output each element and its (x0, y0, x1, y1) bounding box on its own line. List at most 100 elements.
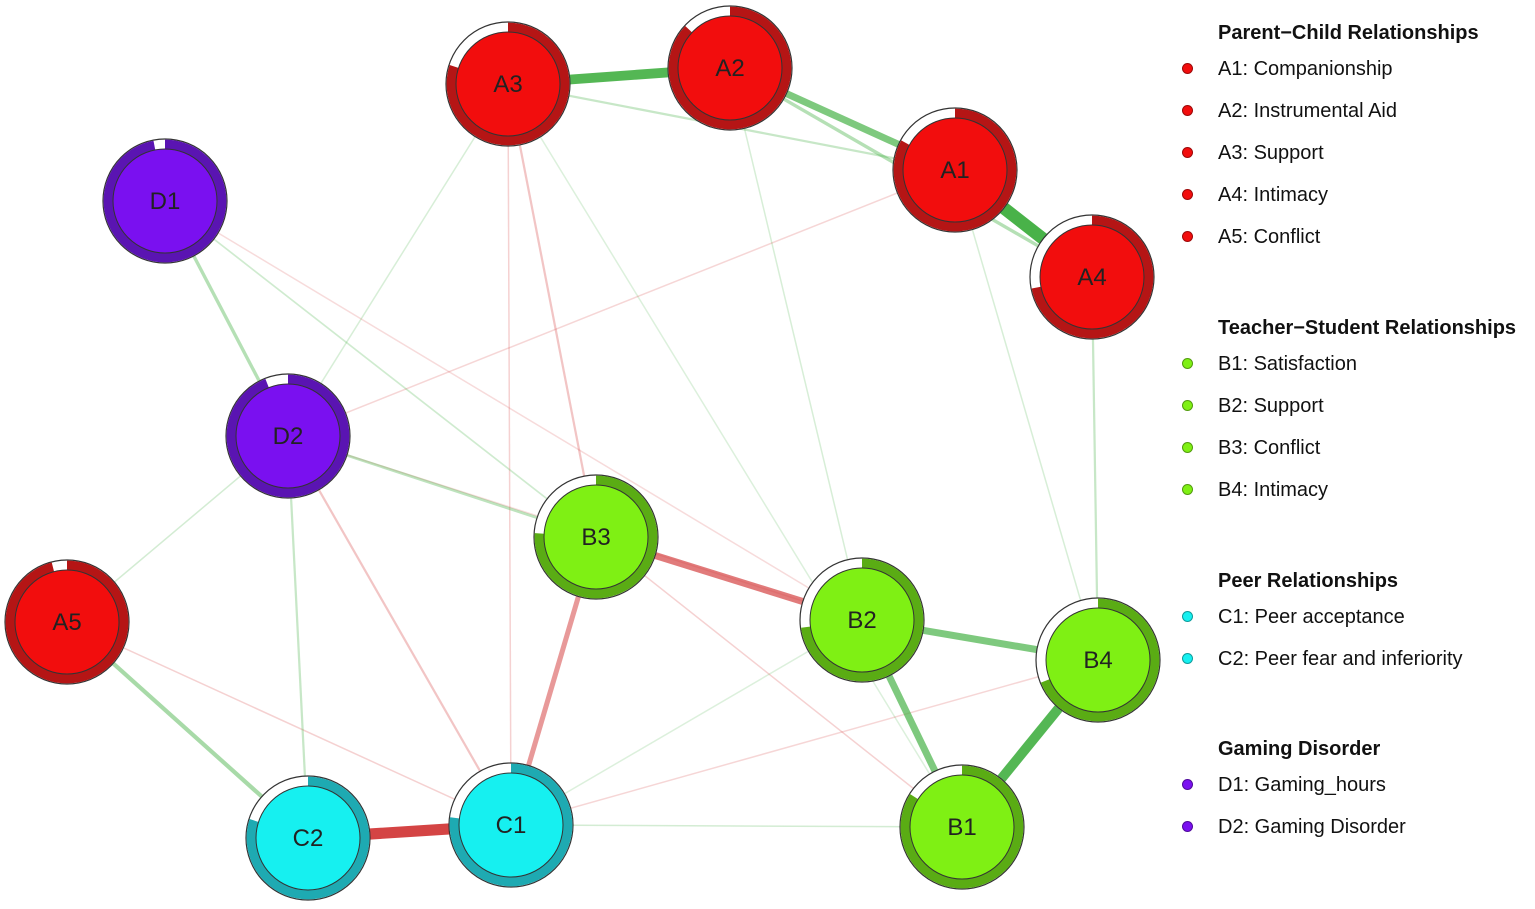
node-circle (255, 785, 361, 891)
node-circle (1045, 607, 1151, 713)
legend-item-label: B3: Conflict (1218, 437, 1321, 459)
node-label: C1 (496, 812, 527, 839)
legend-item: D2: Gaming Disorder (1178, 806, 1406, 848)
legend-group-title: Peer Relationships (1218, 570, 1399, 592)
legend-dot-icon (1182, 821, 1193, 832)
node-B3: B3 (533, 474, 659, 600)
node-label: A1 (940, 157, 969, 184)
node-label: B2 (847, 607, 876, 634)
legend-item-label: A2: Instrumental Aid (1218, 100, 1397, 122)
legend-item-label: B4: Intimacy (1218, 479, 1329, 501)
node-circle (458, 772, 564, 878)
legend-dot-icon (1182, 442, 1193, 453)
node-circle (235, 383, 341, 489)
legend-item: A4: Intimacy (1178, 174, 1479, 216)
node-label: D2 (273, 423, 304, 450)
legend-item: A5: Conflict (1178, 216, 1479, 258)
legend-dot-icon (1182, 779, 1193, 790)
node-A2: A2 (667, 5, 793, 131)
legend-item: D1: Gaming_hours (1178, 764, 1386, 806)
edge-D1-B3 (164, 200, 597, 538)
edge-D2-C2 (286, 435, 310, 839)
node-label: A2 (715, 55, 744, 82)
legend-item: C2: Peer fear and inferiority (1178, 638, 1463, 680)
node-circle (677, 15, 783, 121)
legend-item-label: C2: Peer fear and inferiority (1218, 648, 1463, 670)
legend-dot-icon (1182, 653, 1193, 664)
edge-A3-B1 (507, 83, 963, 828)
edge-B3-B1 (595, 536, 963, 828)
legend-item-label: A4: Intimacy (1218, 184, 1329, 206)
node-label: A4 (1077, 264, 1106, 291)
node-circle (902, 117, 1008, 223)
edge-A2-B2 (729, 67, 863, 621)
node-A4: A4 (1029, 214, 1155, 340)
node-label: A5 (52, 609, 81, 636)
legend-item-label: B2: Support (1218, 395, 1324, 417)
node-label: C2 (293, 825, 324, 852)
node-D2: D2 (225, 373, 351, 499)
legend-dot-icon (1182, 358, 1193, 369)
legend-dot-icon (1182, 400, 1193, 411)
node-circle (112, 148, 218, 254)
node-label: D1 (150, 188, 181, 215)
node-C2: C2 (245, 775, 371, 901)
edge-A5-C1 (66, 621, 512, 826)
legend-dot-icon (1182, 231, 1193, 242)
legend-item: B1: Satisfaction (1178, 343, 1516, 385)
node-B2: B2 (799, 557, 925, 683)
node-C1: C1 (448, 762, 574, 888)
node-label: B4 (1083, 647, 1112, 674)
node-A3: A3 (445, 21, 571, 147)
legend-group-title: Parent−Child Relationships (1218, 22, 1479, 44)
node-label: B1 (947, 814, 976, 841)
legend-item: A1: Companionship (1178, 48, 1479, 90)
node-B1: B1 (899, 764, 1025, 890)
edge-D1-B2 (164, 200, 863, 621)
legend-dot-icon (1182, 147, 1193, 158)
node-A1: A1 (892, 107, 1018, 233)
node-circle (809, 567, 915, 673)
legend-item: B2: Support (1178, 385, 1516, 427)
edge-C1-B1 (510, 824, 963, 828)
legend-item: C1: Peer acceptance (1178, 596, 1405, 638)
legend-item-label: A3: Support (1218, 142, 1324, 164)
legend-dot-icon (1182, 105, 1193, 116)
edge-A3-B3 (506, 83, 598, 538)
legend-item-label: A1: Companionship (1218, 58, 1393, 80)
legend-dot-icon (1182, 189, 1193, 200)
edge-A1-D2 (287, 169, 956, 437)
legend-item-label: C1: Peer acceptance (1218, 606, 1405, 628)
node-circle (1039, 224, 1145, 330)
legend-group-title: Teacher−Student Relationships (1218, 317, 1517, 339)
legend-item: A3: Support (1178, 132, 1479, 174)
legend-item-label: A5: Conflict (1218, 226, 1321, 248)
edge-A3-C1 (507, 83, 512, 826)
legend-item: B3: Conflict (1178, 427, 1516, 469)
node-circle (14, 569, 120, 675)
legend-item: B4: Intimacy (1178, 469, 1516, 511)
node-circle (909, 774, 1015, 880)
node-label: B3 (581, 524, 610, 551)
legend-group-title: Gaming Disorder (1218, 738, 1381, 760)
edge-A4-B4 (1090, 276, 1100, 661)
node-A5: A5 (4, 559, 130, 685)
legend-dot-icon (1182, 63, 1193, 74)
node-label: A3 (493, 71, 522, 98)
node-circle (543, 484, 649, 590)
edge-A1-B4 (954, 169, 1099, 661)
edge-D2-C1 (287, 435, 512, 826)
edge-C1-B4 (510, 659, 1099, 826)
legend-dot-icon (1182, 484, 1193, 495)
edge-C1-B2 (510, 619, 863, 826)
edge-A3-D2 (287, 83, 509, 437)
node-circle (455, 31, 561, 137)
legend-item-label: B1: Satisfaction (1218, 353, 1357, 375)
node-B4: B4 (1035, 597, 1161, 723)
legend-item-label: D1: Gaming_hours (1218, 774, 1386, 796)
